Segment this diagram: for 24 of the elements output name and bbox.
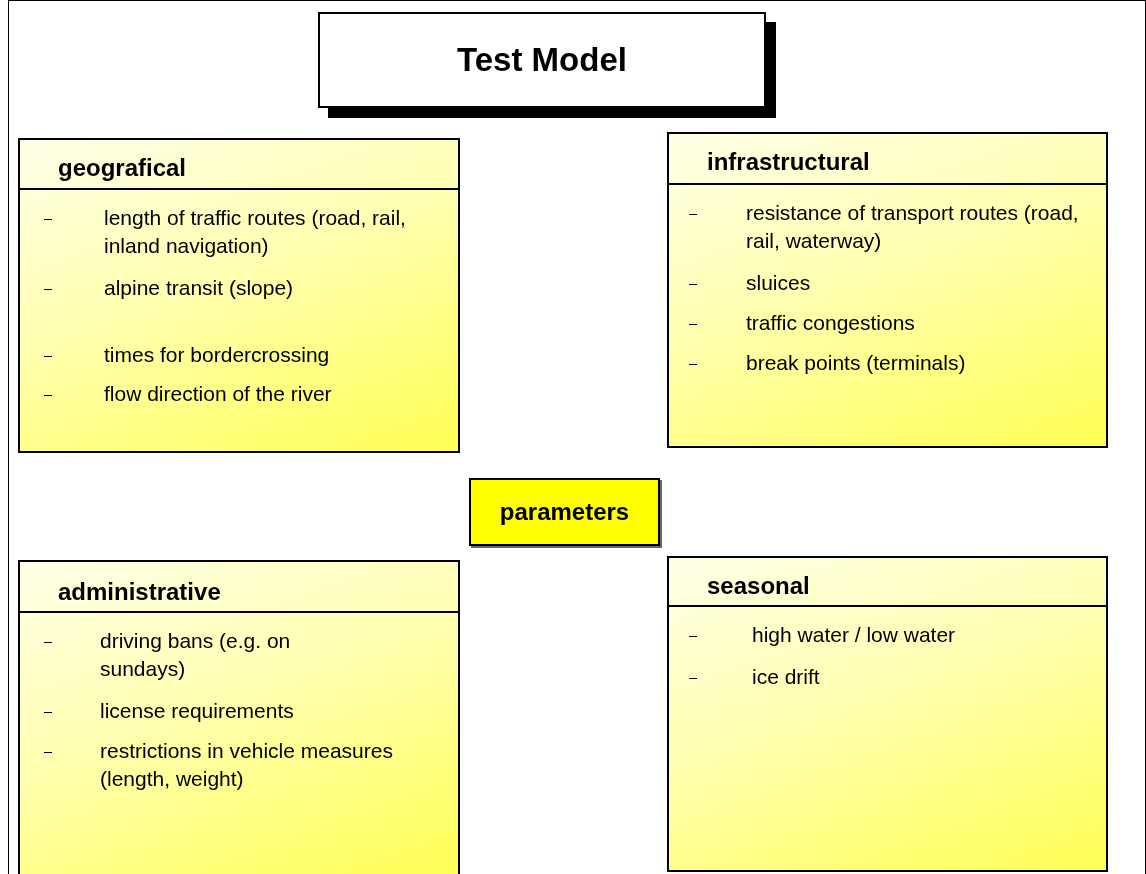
list-item: restrictions in vehicle measures (length, weight) — [100, 738, 394, 792]
list-item: driving bans (e.g. on sundays) — [100, 628, 292, 682]
title-text: Test Model — [457, 41, 627, 79]
list-item: flow direction of the river — [104, 381, 333, 407]
category-panel — [667, 556, 1108, 872]
list-item: times for bordercrossing — [104, 342, 331, 368]
list-item: high water / low water — [752, 622, 957, 648]
category-panel — [18, 138, 460, 453]
category-panel — [667, 132, 1108, 448]
panel-heading: administrative — [58, 578, 221, 606]
parameters-box — [469, 478, 660, 546]
category-panel — [18, 560, 460, 874]
panel-heading: seasonal — [707, 572, 810, 600]
list-item: length of traffic routes (road, rail, inland navigation) — [104, 205, 407, 259]
list-item: license requirements — [100, 698, 295, 724]
panel-heading: geografical — [58, 154, 187, 182]
list-item: alpine transit (slope) — [104, 275, 295, 301]
list-item: sluices — [746, 270, 812, 296]
panel-heading: infrastructural — [707, 148, 870, 176]
list-item: resistance of transport routes (road, rail, waterway) — [746, 200, 1080, 254]
list-item: break points (terminals) — [746, 350, 967, 376]
list-item: ice drift — [752, 664, 821, 690]
box-label: parameters — [499, 498, 630, 526]
list-item: traffic congestions — [746, 310, 916, 336]
